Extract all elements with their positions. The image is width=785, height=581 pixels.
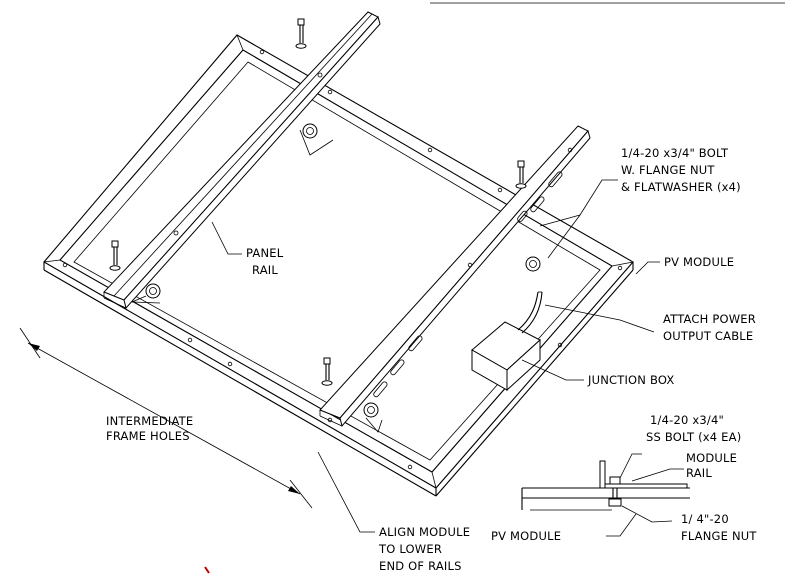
leader-panel-rail [211,221,242,255]
module-rail-line1: MODULE [686,451,737,465]
nut-leader-4 [365,417,383,433]
red-mark [204,566,210,574]
nut-leader-3 [131,295,161,304]
align-module-line2: TO LOWER [378,542,442,556]
flange-nut-3 [145,283,161,299]
leader-bolt-callout [539,179,618,259]
bolt-bottom [321,357,333,386]
bolt-top-left [295,18,307,49]
power-output-cable [517,291,543,334]
leader-flange-nut [621,505,673,523]
pv-module-label: PV MODULE [664,255,734,269]
leader-module-rail [631,468,684,482]
detail-pv-module-label: PV MODULE [491,529,561,543]
ss-bolt-line1: 1/4-20 x3/4" [650,413,724,427]
panel-rail-label-line2: RAIL [252,263,278,277]
leader-ss-bolt [619,453,642,479]
leader-junction-box [521,359,584,381]
right-module-rail [319,125,591,428]
flange-nut-4 [363,402,379,418]
nut-leader-1 [299,129,334,156]
leader-attach-cable [544,304,655,333]
intermediate-holes-line1: INTERMEDIATE [106,414,193,428]
detail-view [521,453,690,537]
panel-rail-label-line1: PANEL [246,246,284,260]
attach-cable-line2: OUTPUT CABLE [663,329,753,343]
ss-bolt-line2: SS BOLT (x4 EA) [646,430,741,444]
bolt-callout-line1: 1/4-20 x3/4" BOLT [621,146,729,160]
align-module-line3: END OF RAILS [379,559,462,573]
dimension-line-intermediate [19,327,313,509]
flange-nut-1 [302,123,318,139]
attach-cable-line1: ATTACH POWER [663,312,756,326]
left-panel-rail [103,11,381,310]
junction-box [471,321,541,392]
pv-module-frame [43,34,634,497]
flange-nut-line1: 1/ 4"-20 [681,512,729,526]
bolt-callout-line3: & FLATWASHER (x4) [621,180,741,194]
bolt-right [515,160,527,189]
flange-nut-line2: FLANGE NUT [681,529,757,543]
intermediate-holes-line2: FRAME HOLES [106,429,190,443]
flange-nut-2 [525,256,541,272]
leader-pv-module [635,261,660,275]
module-rail-line2: RAIL [686,466,712,480]
junction-box-label: JUNCTION BOX [587,373,674,387]
leader-detail-pv [606,513,637,537]
bolt-callout-line2: W. FLANGE NUT [621,163,715,177]
bolt-left [109,240,121,271]
leader-align-module [317,451,375,533]
align-module-line1: ALIGN MODULE [379,525,470,539]
